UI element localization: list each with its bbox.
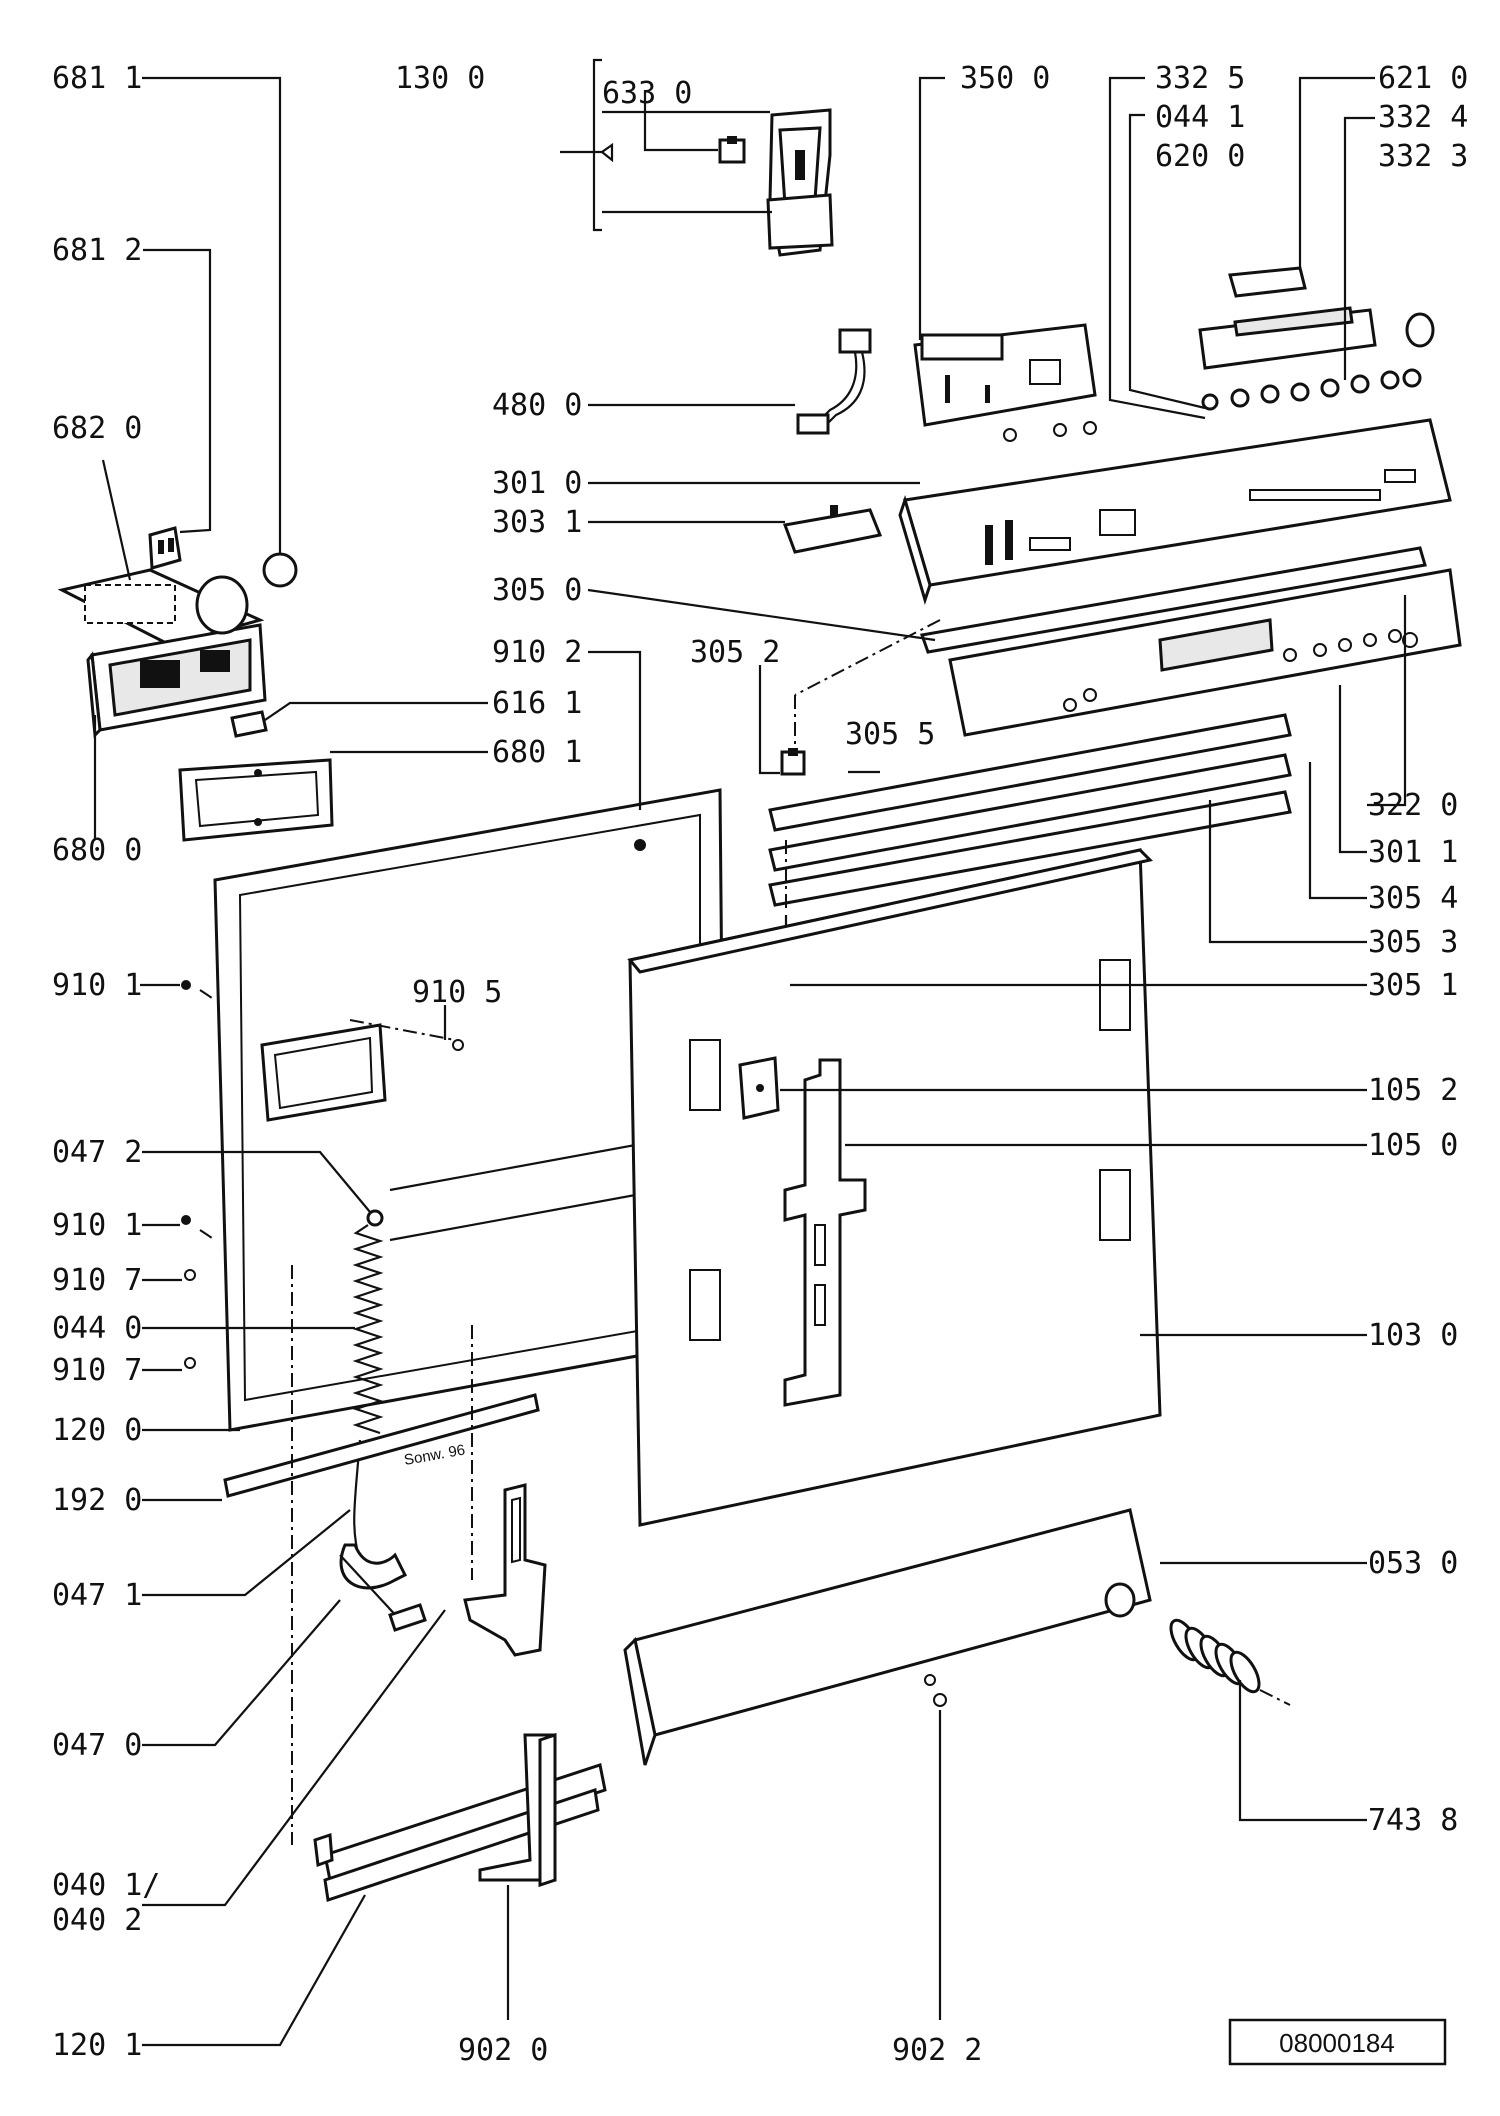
- control-fascia-301-1: [948, 568, 1462, 737]
- callout-910-7-bottom: 910 7: [52, 1353, 142, 1388]
- lock-switch-633-0: [718, 136, 746, 164]
- callout-681-2: 681 2: [52, 233, 142, 268]
- callout-680-1: 680 1: [492, 735, 582, 770]
- callout-350-0: 350 0: [960, 61, 1050, 96]
- callout-040-2: 040 2: [52, 1903, 142, 1938]
- callout-305-2: 305 2: [690, 635, 780, 670]
- strip-305-5: [768, 713, 1292, 832]
- assembly-axes: [199, 619, 1291, 1845]
- callout-305-5: 305 5: [845, 717, 935, 752]
- pulley-assembly-047: [339, 1543, 427, 1632]
- foot-bracket-902-0: [478, 1732, 557, 1888]
- callout-305-4: 305 4: [1368, 881, 1458, 916]
- callout-105-0: 105 0: [1368, 1128, 1458, 1163]
- spring-hook-047-2: [366, 1209, 384, 1227]
- callout-192-0: 192 0: [52, 1483, 142, 1518]
- callout-044-1: 044 1: [1155, 100, 1245, 135]
- callout-743-8: 743 8: [1368, 1803, 1458, 1838]
- hinge-bracket-040: [463, 1483, 547, 1657]
- callout-910-7-top: 910 7: [52, 1263, 142, 1298]
- callout-910-5: 910 5: [412, 975, 502, 1010]
- callout-616-1: 616 1: [492, 686, 582, 721]
- strip-305-3: [768, 790, 1292, 907]
- dispenser-clip-681-2: [148, 526, 182, 570]
- callout-620-0: 620 0: [1155, 139, 1245, 174]
- dispenser-assembly: [57, 568, 267, 739]
- doc-reference-number: 08000184: [1279, 2028, 1395, 2058]
- callout-902-0: 902 0: [458, 2033, 548, 2068]
- callout-910-1-mid: 910 1: [52, 1208, 142, 1243]
- callout-044-0: 044 0: [52, 1311, 142, 1346]
- reference-box: 08000184: [1228, 2018, 1447, 2066]
- callout-322-0: 322 0: [1368, 788, 1458, 823]
- callout-120-0: 120 0: [52, 1413, 142, 1448]
- electronic-board-350-0: [913, 323, 1097, 442]
- knobs-332: [1201, 312, 1435, 411]
- callout-105-2: 105 2: [1368, 1073, 1458, 1108]
- callout-301-1: 301 1: [1368, 835, 1458, 870]
- callout-621-0: 621 0: [1378, 61, 1468, 96]
- callout-130-0: 130 0: [395, 61, 485, 96]
- callout-305-1: 305 1: [1368, 968, 1458, 1003]
- callout-047-2: 047 2: [52, 1135, 142, 1170]
- strip-305-0: [919, 546, 1427, 654]
- callout-047-0: 047 0: [52, 1728, 142, 1763]
- callout-680-0: 680 0: [52, 833, 142, 868]
- dispenser-seal-680-1: [178, 758, 334, 842]
- compression-spring-743-8: [1169, 1618, 1261, 1694]
- leader-lines: [93, 58, 1407, 2047]
- hinge-plate-105-0: [783, 1058, 867, 1407]
- callout-682-0: 682 0: [52, 411, 142, 446]
- callout-332-3: 332 3: [1378, 139, 1468, 174]
- strip-305-4: [768, 753, 1292, 872]
- switch-cover-303-1: [782, 505, 883, 554]
- small-bracket-616-1: [230, 710, 268, 738]
- callout-305-0: 305 0: [492, 573, 582, 608]
- callout-301-0: 301 0: [492, 466, 582, 501]
- callout-480-0: 480 0: [492, 388, 582, 423]
- callout-053-0: 053 0: [1368, 1546, 1458, 1581]
- callout-910-2: 910 2: [492, 635, 582, 670]
- callout-040-1: 040 1/: [52, 1868, 160, 1903]
- cover-621-0: [1228, 266, 1307, 298]
- callout-681-1: 681 1: [52, 61, 142, 96]
- callout-902-2: 902 2: [892, 2033, 982, 2068]
- door-lock-bracket: [766, 108, 834, 257]
- callout-303-1: 303 1: [492, 505, 582, 540]
- callout-332-4: 332 4: [1378, 100, 1468, 135]
- outer-door-103-0: [627, 848, 1162, 1527]
- clip-305-2: [780, 748, 806, 776]
- callout-103-0: 103 0: [1368, 1318, 1458, 1353]
- inner-door-120-0: [181, 788, 727, 1432]
- base-rail-053-0: [623, 1508, 1152, 1766]
- wiring-harness-480-0: [796, 328, 872, 435]
- profile-strip-192-0: [223, 1393, 540, 1498]
- callout-047-1: 047 1: [52, 1578, 142, 1613]
- control-panel-301-0: [898, 418, 1452, 606]
- callout-labels: 681 1 130 0 633 0 350 0 332 5 621 0 044 …: [52, 61, 1468, 2068]
- switch-block-620-0: [1198, 306, 1377, 370]
- callout-332-5: 332 5: [1155, 61, 1245, 96]
- callout-120-1: 120 1: [52, 2028, 142, 2063]
- callout-910-1-top: 910 1: [52, 968, 142, 1003]
- callout-305-3: 305 3: [1368, 925, 1458, 960]
- hinge-bracket-105-2: [738, 1056, 780, 1120]
- callout-633-0: 633 0: [602, 76, 692, 111]
- dispenser-cap-681-1: [262, 552, 298, 588]
